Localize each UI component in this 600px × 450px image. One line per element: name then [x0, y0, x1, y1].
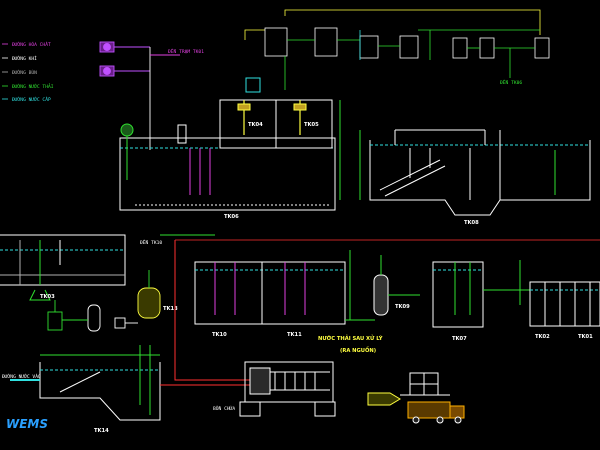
sludge-tanks: [529, 281, 600, 327]
brand-logo: WEMS: [6, 417, 48, 431]
treated-wastewater-label: NƯỚC THẢI SAU XỬ LÝ: [318, 334, 383, 342]
den-trung-tam-label: ĐẾN TRẠM TK01: [168, 47, 204, 55]
tank-tk07-label: TK07: [452, 336, 467, 342]
inlet-channel-tk03: [0, 234, 126, 301]
legend-sludge-label: ĐƯỜNG BÙN: [12, 69, 37, 76]
tank-tk08-label: TK08: [464, 220, 479, 226]
den-tk-label: ĐẾN TK10: [140, 238, 162, 246]
tank-tk04-label: TK04: [248, 122, 263, 128]
sludge-truck-station: [367, 372, 465, 424]
legend-wastewater-label: ĐƯỜNG NƯỚC THẢI: [12, 82, 54, 90]
sludge-bin-label: BỒN CHỨA: [213, 405, 235, 412]
legend-feedwater-label: ĐƯỜNG NƯỚC CẤP: [12, 96, 51, 103]
filter-equipment-group: [47, 270, 161, 332]
tank-tk05-label: TK05: [304, 122, 319, 128]
legend-air-label: ĐƯỜNG KHÍ: [12, 54, 37, 62]
tank-tk01-label: TK01: [578, 334, 593, 340]
pressure-filter-vessel: [373, 255, 420, 316]
settling-tank-tk08: [359, 129, 591, 216]
den-tk-top-label: ĐẾN TK06: [500, 78, 522, 86]
to-source-label: (RA NGUỒN): [340, 345, 376, 354]
filter-press: [239, 361, 336, 417]
tank-tk11-label: TK11: [287, 332, 302, 338]
legend: ĐƯỜNG HÓA CHẤT ĐƯỜNG KHÍ ĐƯỜNG BÙN ĐƯỜNG…: [2, 41, 54, 103]
tank-tk06-label: TK06: [224, 214, 239, 220]
blower-group: [99, 41, 180, 150]
legend-chemical-label: ĐƯỜNG HÓA CHẤT: [12, 41, 51, 48]
aeration-tank-tk06: [119, 77, 341, 211]
chemical-dosing-row: [244, 9, 550, 90]
inlet-wastewater-label: ĐƯỜNG NƯỚC VÀO: [2, 373, 41, 380]
middle-tanks: [160, 234, 600, 381]
tank-tk10-label: TK10: [212, 332, 227, 338]
equalization-tank-tk14: [10, 345, 250, 421]
clear-water-tank-tk07: [432, 260, 530, 328]
tank-tk13-label: TK13: [163, 306, 178, 312]
tank-tk03-label: TK03: [40, 294, 55, 300]
tank-tk14-label: TK14: [94, 428, 109, 434]
tank-tk09-label: TK09: [395, 304, 410, 310]
tank-tk02-label: TK02: [535, 334, 550, 340]
